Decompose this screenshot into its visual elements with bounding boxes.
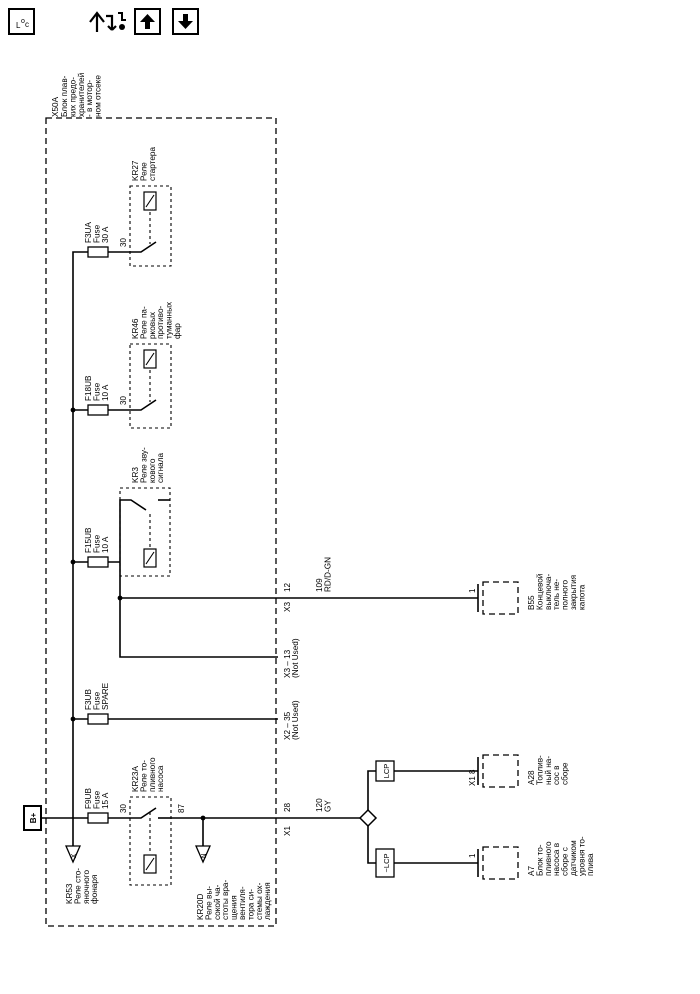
svg-text:LCP: LCP bbox=[382, 764, 391, 779]
svg-text:30: 30 bbox=[119, 396, 128, 405]
arrow-up-icon bbox=[140, 14, 155, 29]
component-a7: 1 A7 Блок то- пливного насоса в сборе с … bbox=[468, 834, 595, 880]
fuse-block-boundary bbox=[45, 117, 277, 927]
relay-kr23a: 30 87 KR23A Реле то- пливного насоса bbox=[119, 755, 186, 886]
connector-x2-label: X2 – 35 bbox=[283, 711, 292, 740]
connector-x1-label: X1 bbox=[283, 826, 292, 836]
x3-13-wire bbox=[119, 562, 278, 658]
lcp-option-box: LCP bbox=[375, 760, 395, 782]
svg-text:(Not Used): (Not Used) bbox=[291, 638, 300, 678]
svg-text:30: 30 bbox=[119, 238, 128, 247]
svg-text:F3UB Fuse SPAR: F3UB Fuse SPARE bbox=[84, 682, 110, 710]
svg-text:X3 – 13: X3 – 13 bbox=[283, 649, 292, 678]
wire-120-label: 120 GY bbox=[315, 796, 332, 812]
svg-text:KR23A Реле то-: KR23A Реле то- пливного насоса bbox=[131, 755, 165, 792]
page-up-button[interactable] bbox=[134, 8, 161, 35]
svg-text:109 RD/D-GN: 109 RD/D-GN bbox=[315, 557, 332, 592]
component-b55: 1 B55 Концевой выключа- тель не- полного… bbox=[468, 571, 586, 615]
svg-text:B+: B+ bbox=[29, 812, 38, 823]
lcp-neg-option-box: ~LCP bbox=[375, 848, 395, 878]
page-down-button[interactable] bbox=[172, 8, 199, 35]
module-label: X50A bbox=[51, 96, 60, 117]
component-a28: X1 8 A28 Топлив- ный на- сос в сборе bbox=[468, 753, 570, 788]
svg-text:87: 87 bbox=[177, 804, 186, 813]
svg-text:1: 1 bbox=[468, 853, 477, 858]
fuse-f3ua: F3UA Fuse 30 A bbox=[84, 220, 110, 258]
svg-text:c: c bbox=[25, 20, 29, 29]
svg-text:A7 Блок то- пл: A7 Блок то- пливного насоса в сборе с да… bbox=[527, 834, 595, 876]
kr20d-reference: N KR20D Реле вы- сокой ча- стоты вра- ще… bbox=[195, 818, 272, 921]
svg-text:KR3 Реле зву-: KR3 Реле зву- кового сигнала bbox=[131, 445, 165, 483]
svg-text:F18UB Fuse 10: F18UB Fuse 10 A bbox=[84, 373, 110, 401]
svg-text:F15UB Fuse 10: F15UB Fuse 10 A bbox=[84, 525, 110, 553]
svg-text:o: o bbox=[21, 18, 25, 25]
relay-kr27: 30 KR27 Реле стартера bbox=[119, 147, 172, 267]
locator-icon: L o c bbox=[16, 18, 29, 30]
svg-text:28: 28 bbox=[283, 802, 292, 812]
relay-kr46: 30 KR46 Реле па- рковых противо- туманны… bbox=[119, 300, 182, 429]
svg-text:F3UA Fuse 30 A: F3UA Fuse 30 A bbox=[84, 220, 110, 243]
svg-text:B55 Концевой в: B55 Концевой выключа- тель не- полного з… bbox=[527, 571, 586, 610]
fuse-f18ub: F18UB Fuse 10 A bbox=[84, 373, 110, 416]
svg-text:12: 12 bbox=[283, 582, 292, 592]
svg-text:X: X bbox=[71, 853, 78, 858]
svg-text:KR53 Реле сто-: KR53 Реле сто- яночного фонаря bbox=[65, 866, 99, 904]
svg-text:X1: X1 bbox=[283, 826, 292, 836]
splice-diamond bbox=[358, 808, 378, 828]
connector-x3-label: X3 bbox=[283, 602, 292, 612]
connector-x3-13-label: X3 – 13 bbox=[283, 649, 292, 678]
svg-text:120 GY: 120 GY bbox=[315, 796, 332, 812]
power-source-bplus: B+ bbox=[23, 805, 42, 831]
fuse-f15ub: F15UB Fuse 10 A bbox=[84, 525, 110, 568]
fuse-f3ub: F3UB Fuse SPARE bbox=[84, 682, 110, 725]
svg-text:KR46 Реле па-: KR46 Реле па- рковых противо- туманных ф… bbox=[131, 300, 182, 339]
module-desc: Блок плав- ких предо- хранителей - в мот… bbox=[60, 71, 103, 117]
main-bus bbox=[72, 251, 88, 818]
svg-text:1: 1 bbox=[468, 588, 477, 593]
svg-text:L: L bbox=[16, 21, 21, 30]
navigate-connection-button[interactable] bbox=[86, 8, 130, 35]
svg-text:~LCP: ~LCP bbox=[382, 854, 391, 873]
relay-kr3: KR3 Реле зву- кового сигнала bbox=[119, 445, 171, 577]
svg-text:KR27 Реле стар: KR27 Реле стартера bbox=[131, 147, 157, 181]
connection-navigate-icon bbox=[89, 11, 126, 32]
svg-text:KR20D Реле вы-: KR20D Реле вы- сокой ча- стоты вра- щени… bbox=[196, 878, 272, 921]
wire-109-label: 109 RD/D-GN bbox=[315, 557, 332, 592]
svg-text:30: 30 bbox=[119, 804, 128, 813]
svg-text:X1 8: X1 8 bbox=[468, 769, 477, 786]
arrow-down-icon bbox=[178, 14, 193, 29]
svg-text:X2 – 35: X2 – 35 bbox=[283, 711, 292, 740]
svg-text:Блок плав- ких предо-: Блок плав- ких предо- хранителей - в мот… bbox=[60, 71, 103, 117]
svg-text:(Not Used): (Not Used) bbox=[291, 700, 300, 740]
module-id: X50A bbox=[51, 96, 60, 117]
svg-text:F9UB Fuse 15 A: F9UB Fuse 15 A bbox=[84, 786, 110, 809]
svg-text:N: N bbox=[201, 853, 208, 858]
kr53-reference: X KR53 Реле сто- яночного фонаря bbox=[65, 818, 99, 904]
splice-branches bbox=[367, 770, 376, 864]
svg-text:X3: X3 bbox=[283, 602, 292, 612]
svg-text:A28 Топлив- ны: A28 Топлив- ный на- сос в сборе bbox=[527, 753, 570, 785]
locator-button[interactable]: L o c bbox=[8, 8, 35, 35]
